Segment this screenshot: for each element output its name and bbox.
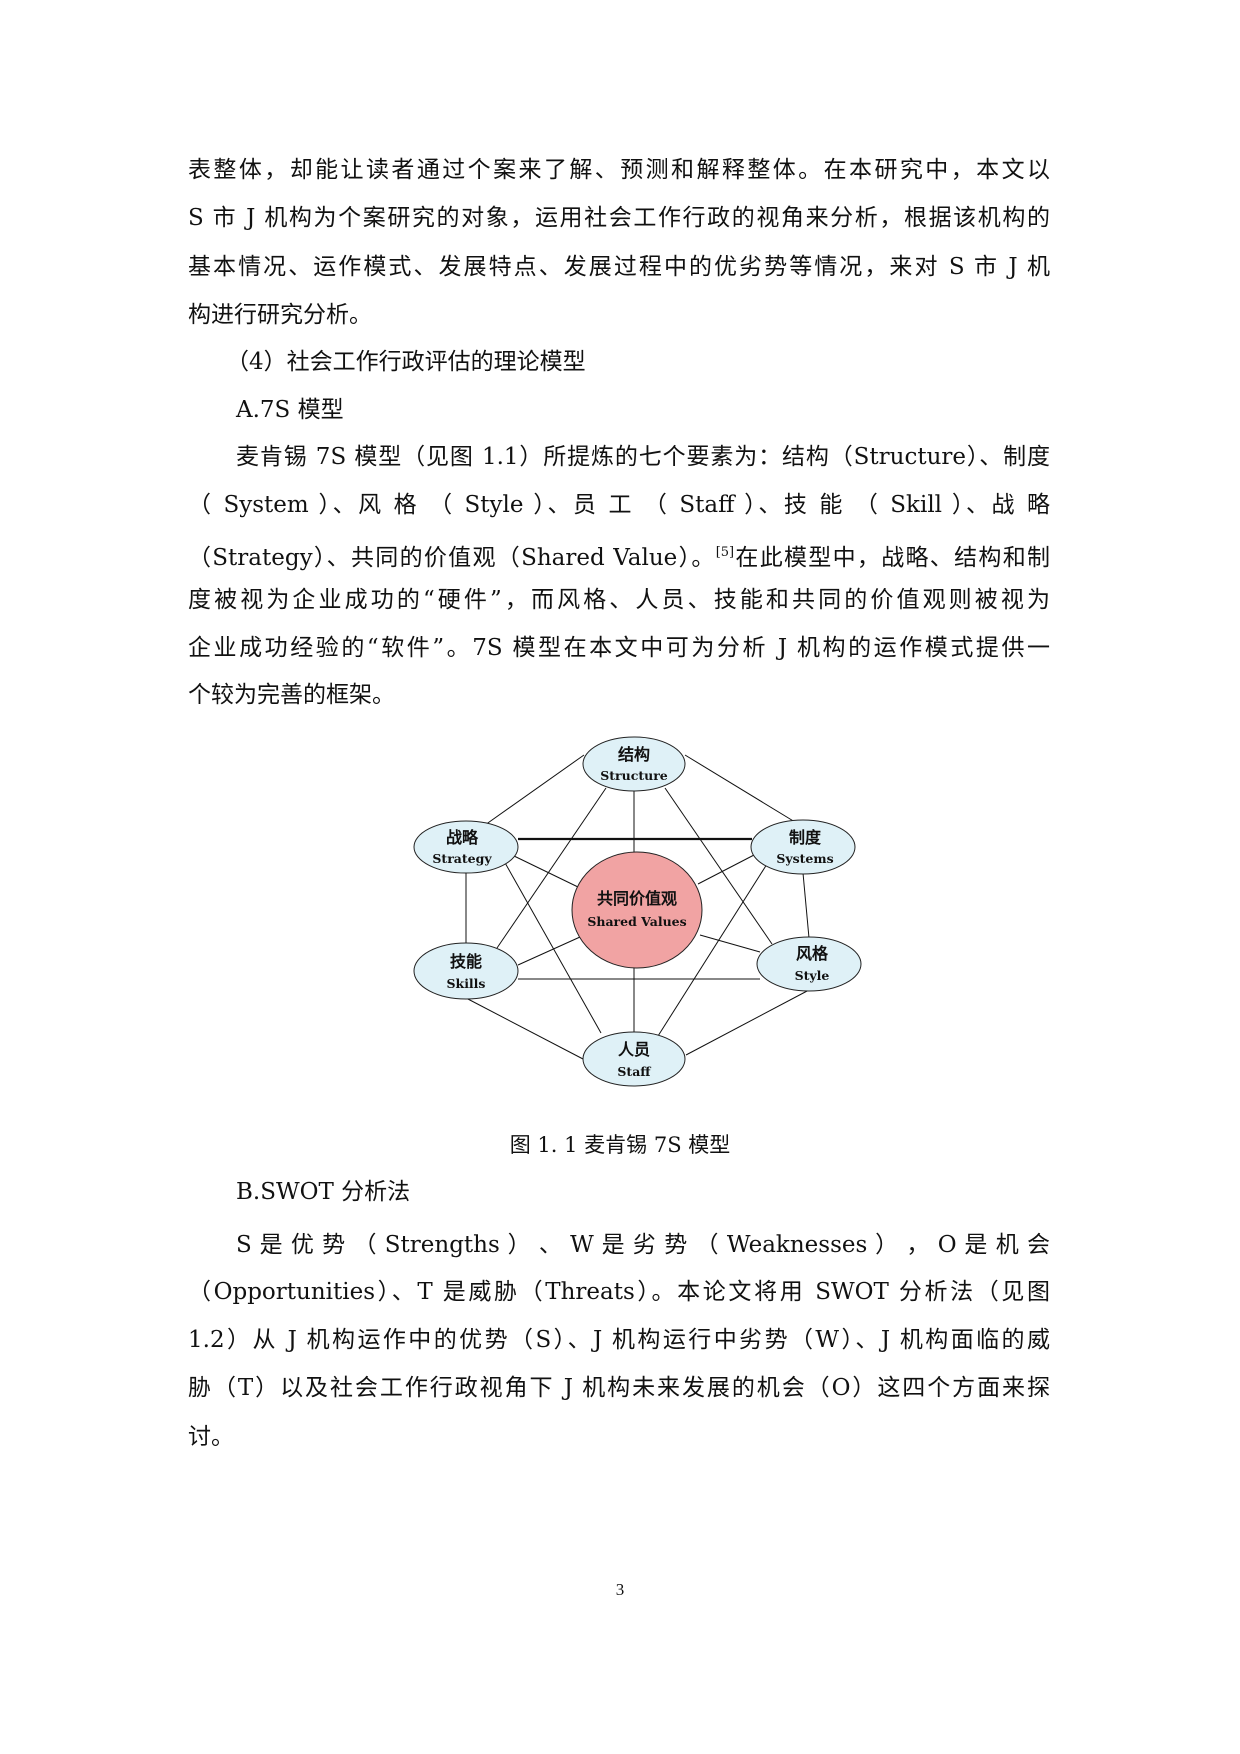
body-text-line: 度被视为企业成功的“硬件”，而风格、人员、技能和共同的价值观则被视为 xyxy=(188,587,1050,613)
page-number: 3 xyxy=(615,1580,625,1599)
node-strategy: 战略 Strategy xyxy=(413,820,519,874)
node-label-en: Staff xyxy=(617,1064,651,1079)
node-skills: 技能 Skills xyxy=(413,942,519,1000)
body-text-line: 1.2）从 J 机构运作中的优势（S）、J 机构运行中劣势（W）、J 机构面临的… xyxy=(188,1327,1050,1353)
node-label-en: Structure xyxy=(600,768,668,783)
body-text-line: （ System ）、风 格 （ Style ）、员 工 （ Staff ）、技… xyxy=(188,492,1050,518)
section-heading-4: （4）社会工作行政评估的理论模型 xyxy=(226,349,586,375)
body-text-line: 讨。 xyxy=(188,1424,234,1450)
body-text-line: S 是 优 势 （ Strengths ） 、 W 是 劣 势 （ Weakne… xyxy=(236,1232,1050,1258)
node-label-en: Shared Values xyxy=(587,914,686,929)
node-label-cn: 制度 xyxy=(789,828,822,847)
citation-superscript: [5] xyxy=(715,545,735,560)
body-text-line: 基本情况、运作模式、发展特点、发展过程中的优劣势等情况，来对 S 市 J 机 xyxy=(188,254,1050,280)
node-label-en: Strategy xyxy=(432,851,492,866)
node-label-cn: 技能 xyxy=(450,952,482,971)
node-shared-values: 共同价值观 Shared Values xyxy=(571,851,703,969)
body-text-line: 企业成功经验的“软件”。7S 模型在本文中可为分析 J 机构的运作模式提供一 xyxy=(188,635,1050,661)
node-label-cn: 结构 xyxy=(617,745,650,764)
node-style: 风格 Style xyxy=(756,936,862,992)
node-staff: 人员 Staff xyxy=(582,1031,686,1087)
body-text-line: （Opportunities）、T 是威胁（Threats）。本论文将用 SWO… xyxy=(188,1279,1050,1305)
node-structure: 结构 Structure xyxy=(582,736,686,792)
connector-lines xyxy=(465,754,810,1060)
node-label-cn: 风格 xyxy=(796,944,829,963)
node-label-en: Skills xyxy=(447,976,486,991)
7s-diagram-svg: 结构 Structure 战略 Strategy 制度 Systems 技能 S… xyxy=(413,736,862,1087)
body-text-segment: 在此模型中，战略、结构和制 xyxy=(734,545,1050,571)
mckinsey-7s-diagram: 结构 Structure 战略 Strategy 制度 Systems 技能 S… xyxy=(400,730,880,1100)
body-text-line: 构进行研究分析。 xyxy=(188,302,372,328)
node-label-cn: 人员 xyxy=(618,1040,650,1059)
node-label-cn: 战略 xyxy=(446,828,479,847)
body-text-line: 表整体，却能让读者通过个案来了解、预测和解释整体。在本研究中，本文以 xyxy=(188,157,1050,183)
node-label-en: Style xyxy=(795,968,830,983)
body-text-segment: （Strategy）、共同的价值观（Shared Value）。 xyxy=(188,545,716,571)
node-systems: 制度 Systems xyxy=(750,819,856,875)
body-text-line: S 市 J 机构为个案研究的对象，运用社会工作行政的视角来分析，根据该机构的 xyxy=(188,205,1050,231)
body-text-line: 胁（T）以及社会工作行政视角下 J 机构未来发展的机会（O）这四个方面来探 xyxy=(188,1375,1050,1401)
node-label-en: Systems xyxy=(776,851,833,866)
figure-caption: 图 1. 1 麦肯锡 7S 模型 xyxy=(509,1133,731,1157)
body-text-line: （Strategy）、共同的价值观（Shared Value）。[5]在此模型中… xyxy=(188,538,1050,573)
body-text-line: 麦肯锡 7S 模型（见图 1.1）所提炼的七个要素为：结构（Structure）… xyxy=(236,444,1050,470)
node-label-cn: 共同价值观 xyxy=(597,889,677,908)
subsection-heading-swot: B.SWOT 分析法 xyxy=(236,1179,411,1205)
body-text-line: 个较为完善的框架。 xyxy=(188,682,395,708)
subsection-heading-7s: A.7S 模型 xyxy=(236,397,344,423)
